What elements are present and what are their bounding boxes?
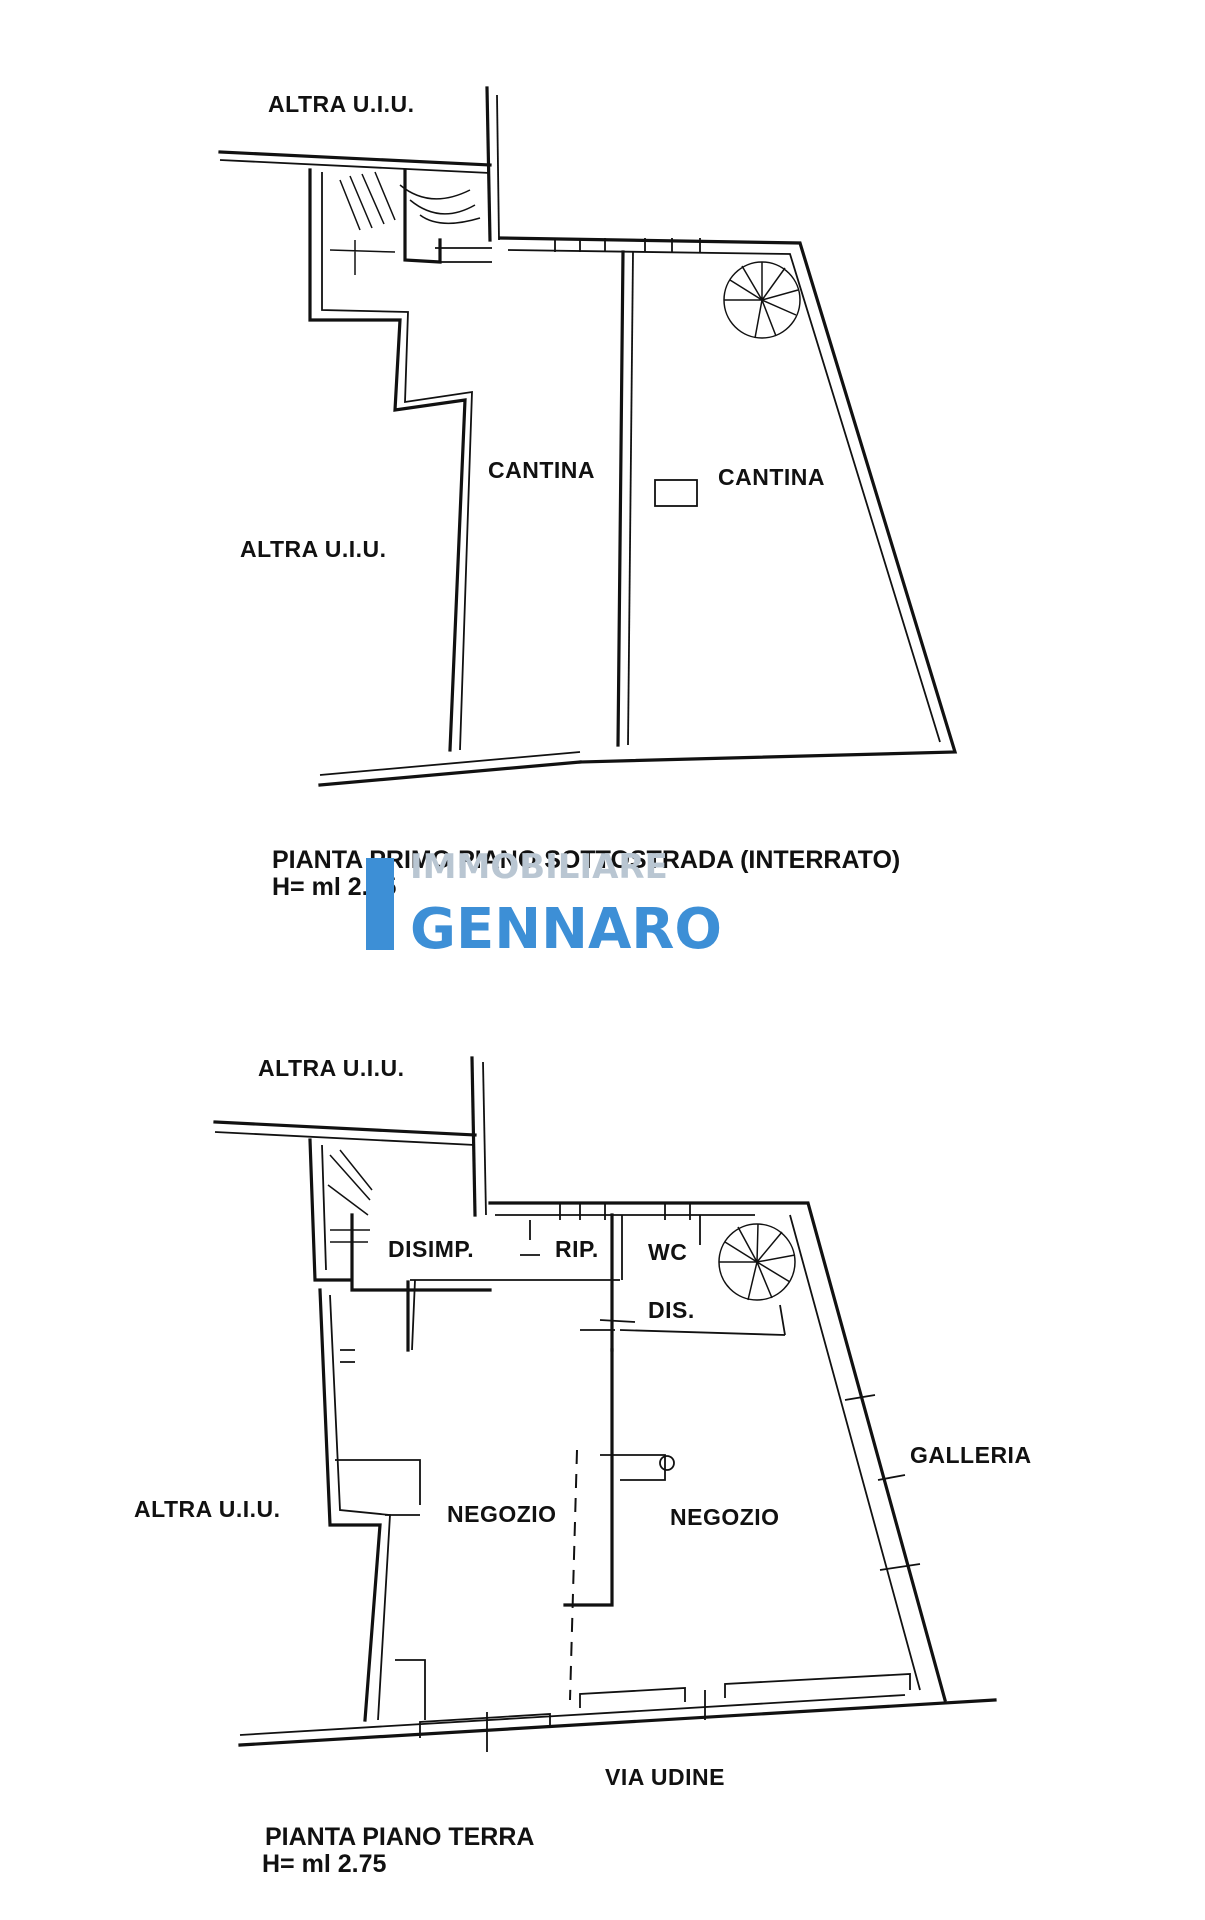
watermark-line1: IMMOBILIARE <box>410 847 668 887</box>
ground-neighbour-wall <box>213 1120 477 1137</box>
ground-label-altra-top: ALTRA U.I.U. <box>258 1055 405 1081</box>
basement-neighbour-wall <box>218 150 492 167</box>
ground-stair-block <box>308 1138 373 1282</box>
ground-label-rip: RIP. <box>555 1236 599 1262</box>
basement-label-altra-left: ALTRA U.I.U. <box>240 536 387 562</box>
watermark-line2: GENNARO <box>410 897 722 962</box>
ground-label-negozio-1: NEGOZIO <box>447 1501 557 1527</box>
basement-party-wall <box>485 86 492 242</box>
ground-label-dis: DIS. <box>648 1297 695 1323</box>
ground-outer-wall <box>488 1201 947 1702</box>
ground-storefront-windows <box>419 1673 911 1738</box>
ground-label-wc: WC <box>648 1239 687 1265</box>
basement-spiral-stair <box>723 261 801 339</box>
ground-label-altra-left: ALTRA U.I.U. <box>134 1496 281 1522</box>
basement-stair-block <box>308 168 492 752</box>
basement-plan: ALTRA U.I.U. ALTRA U.I.U. CANTINA CANTIN… <box>218 86 958 901</box>
basement-label-altra-top: ALTRA U.I.U. <box>268 91 415 117</box>
ground-label-via-udine: VIA UDINE <box>605 1764 725 1790</box>
ground-spiral-stair <box>718 1223 796 1301</box>
ground-plan: ALTRA U.I.U. ALTRA U.I.U. DISIMP. RIP. W… <box>134 1055 1032 1878</box>
basement-label-cantina-2: CANTINA <box>718 464 825 490</box>
basement-label-cantina-1: CANTINA <box>488 457 595 483</box>
ground-dashed-division <box>569 1449 578 1701</box>
basement-fixture <box>654 479 698 507</box>
basement-outer-wall <box>498 236 958 764</box>
ground-street-wall <box>238 1698 997 1747</box>
ground-label-negozio-2: NEGOZIO <box>670 1504 780 1530</box>
ground-caption-height: H= ml 2.75 <box>262 1850 386 1878</box>
ground-dividing-wall <box>563 1348 614 1607</box>
ground-label-galleria: GALLERIA <box>910 1442 1032 1468</box>
watermark-logo: IMMOBILIARE GENNARO <box>366 847 722 962</box>
basement-dividing-wall <box>616 250 625 747</box>
ground-label-disimp: DISIMP. <box>388 1236 474 1262</box>
watermark-bar-icon <box>366 858 394 950</box>
ground-caption-title: PIANTA PIANO TERRA <box>265 1823 534 1851</box>
